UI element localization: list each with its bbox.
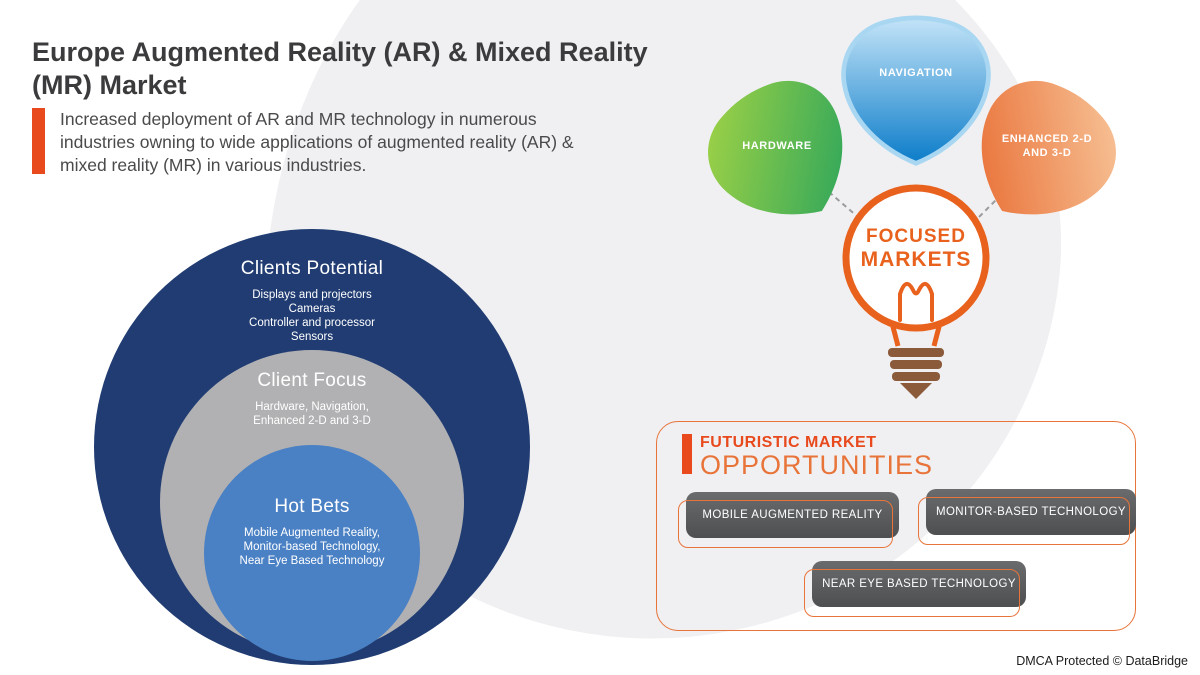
clients-potential-text: Clients Potential Displays and projector… [162, 258, 462, 344]
accent-bar [32, 108, 45, 174]
page-title: Europe Augmented Reality (AR) & Mixed Re… [32, 36, 752, 102]
clients-potential-item: Controller and processor [249, 317, 375, 329]
opportunities-header: FUTURISTIC MARKET OPPORTUNITIES [682, 434, 933, 481]
copyright-text: DMCA Protected © DataBridge [1016, 654, 1188, 668]
petal-hardware: HARDWARE [708, 80, 856, 228]
hot-bets-text: Hot Bets Mobile Augmented Reality, Monit… [162, 496, 462, 568]
clients-potential-title: Clients Potential [240, 258, 384, 279]
focused-markets-bulb: FOCUSED MARKETS [842, 184, 990, 399]
bulb-base [888, 348, 944, 399]
hot-bets-item: Monitor-based Technology, [243, 541, 381, 553]
bulb-filament [898, 282, 934, 322]
bulb-text-line1: FOCUSED [866, 226, 966, 247]
client-focus-item: Enhanced 2-D and 3-D [253, 415, 371, 427]
client-focus-text: Client Focus Hardware, Navigation, Enhan… [162, 370, 462, 428]
hot-bets-title: Hot Bets [274, 496, 350, 517]
hot-bets-item: Mobile Augmented Reality, [244, 527, 380, 539]
bulb-text-line2: MARKETS [861, 248, 972, 271]
opportunity-near-eye-based-technology: NEAR EYE BASED TECHNOLOGY [804, 561, 1026, 617]
opportunities-heading-small: FUTURISTIC MARKET [700, 434, 877, 451]
petal-navigation-shape [841, 15, 991, 166]
hot-bets-circle [204, 445, 420, 661]
hot-bets-item: Near Eye Based Technology [239, 555, 385, 567]
page-title-line1: Europe Augmented Reality (AR) & Mixed Re… [32, 37, 648, 67]
bulb-glass [842, 184, 990, 332]
opportunity-mobile-augmented-reality: MOBILE AUGMENTED REALITY [678, 492, 899, 548]
petal-enhanced-2d-3d: ENHANCED 2-D AND 3-D [968, 80, 1116, 228]
petal-hardware-shape [708, 80, 843, 215]
opportunities-heading-large: OPPORTUNITIES [700, 450, 934, 480]
petal-navigation: NAVIGATION [838, 12, 994, 168]
petal-enhanced-2d-3d-shape [981, 80, 1116, 215]
petal-hardware-label: HARDWARE [742, 140, 812, 152]
clients-potential-item: Cameras [288, 303, 336, 315]
page-title-line2: (MR) Market [32, 70, 187, 100]
opportunities-accent-bar [682, 434, 692, 474]
clients-potential-item: Displays and projectors [252, 289, 372, 301]
intro-block: Increased deployment of AR and MR techno… [32, 108, 605, 177]
client-focus-item: Hardware, Navigation, [255, 401, 369, 413]
intro-text: Increased deployment of AR and MR techno… [60, 109, 574, 176]
petal-enhanced-2d-3d-label: ENHANCED 2-D AND 3-D [968, 80, 1116, 228]
bulb-neck-left [889, 322, 901, 347]
client-focus-title: Client Focus [257, 370, 367, 391]
opportunity-monitor-based-technology: MONITOR-BASED TECHNOLOGY [918, 489, 1136, 545]
opportunities-heading: FUTURISTIC MARKET OPPORTUNITIES [700, 434, 933, 481]
petal-enhanced-2d-3d-label-text: ENHANCED 2-D AND 3-D [1001, 133, 1093, 159]
bulb-neck-right [931, 322, 943, 347]
petal-navigation-label: NAVIGATION [879, 67, 953, 79]
clients-potential-item: Sensors [290, 331, 334, 343]
